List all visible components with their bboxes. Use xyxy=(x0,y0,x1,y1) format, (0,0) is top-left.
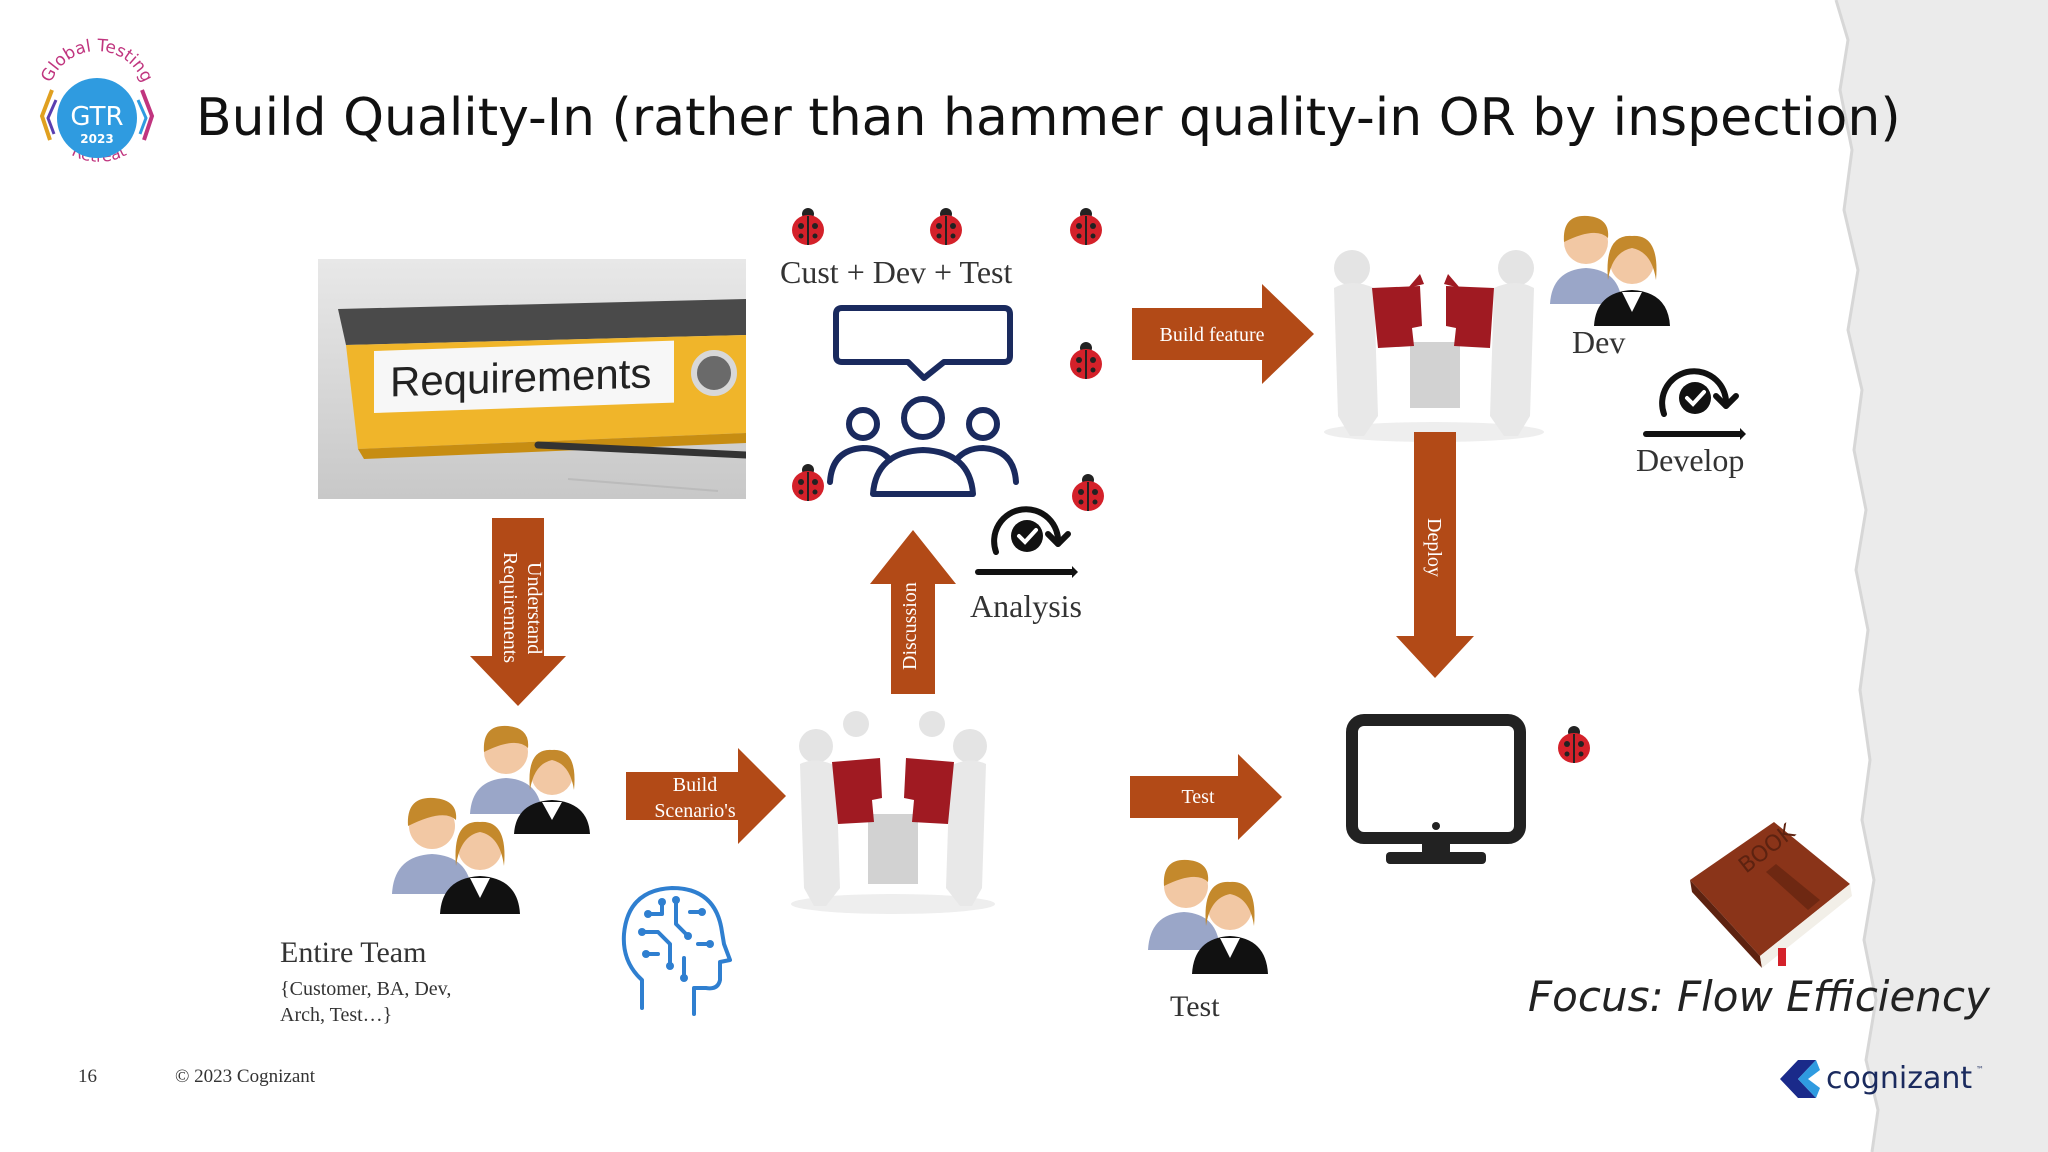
focus-statement: Focus: Flow Efficiency xyxy=(1528,972,1990,1021)
team-detail-line2: Arch, Test…} xyxy=(280,1004,393,1026)
build-scenarios-arrow xyxy=(626,748,786,844)
ai-brain-icon xyxy=(621,886,732,1016)
torn-paper-edge xyxy=(1834,0,2048,1152)
logo-ring-text: Global Testing xyxy=(37,36,157,86)
build-scenarios-label: Build Scenario's xyxy=(636,772,754,824)
copyright: © 2023 Cognizant xyxy=(175,1066,316,1087)
understand-requirements-arrow xyxy=(470,518,566,706)
analysis-cycle-icon xyxy=(975,506,1078,578)
dev-label: Dev xyxy=(1572,324,1626,360)
book-icon: BOOK xyxy=(1690,819,1852,968)
monitor-icon xyxy=(1346,714,1526,864)
cognizant-wordmark: cognizant xyxy=(1826,1061,1972,1096)
understand-line2: Requirements xyxy=(499,552,521,664)
deploy-arrow xyxy=(1396,432,1474,678)
understand-requirements-label: Understand Requirements xyxy=(490,548,546,668)
test-label: Test xyxy=(1170,990,1220,1023)
entire-team-people-icon xyxy=(392,725,590,914)
requirements-binder-image: Requirements xyxy=(318,259,746,499)
analysis-label: Analysis xyxy=(970,588,1082,624)
test-people-icon xyxy=(1148,859,1268,974)
team-detail: {Customer, BA, Dev, Arch, Test…} xyxy=(280,976,451,1028)
bug-icon xyxy=(1072,474,1104,511)
puzzle-team-figures xyxy=(1324,250,1544,442)
discussion-label: Discussion xyxy=(899,582,921,670)
test-arrow xyxy=(1130,754,1282,840)
build-scenarios-line2: Scenario's xyxy=(654,800,736,822)
bug-icon xyxy=(1558,726,1590,763)
group-discussion-icon xyxy=(827,305,1019,497)
deploy-label: Deploy xyxy=(1423,517,1445,577)
puzzle-team-figures xyxy=(791,711,995,914)
build-scenarios-line1: Build xyxy=(672,774,718,796)
cognizant-logo: cognizant ™ xyxy=(1780,1060,1984,1098)
build-feature-label: Build feature xyxy=(1159,324,1265,346)
bug-icon xyxy=(792,464,824,501)
test-arrow-label: Test xyxy=(1181,786,1215,808)
build-feature-arrow xyxy=(1132,284,1314,384)
requirements-label: Requirements xyxy=(390,349,651,405)
gtr-logo: Global Testing Retreat GTR 2023 xyxy=(37,36,157,166)
bug-icon xyxy=(792,208,824,245)
team-detail-line1: {Customer, BA, Dev, xyxy=(280,978,452,1000)
page-number: 16 xyxy=(78,1066,97,1087)
svg-text:Global Testing: Global Testing xyxy=(37,36,157,86)
slide-title: Build Quality-In (rather than hammer qua… xyxy=(196,88,1901,148)
discussion-arrow xyxy=(870,530,956,694)
entire-team-label: Entire Team xyxy=(280,936,427,969)
develop-label: Develop xyxy=(1636,442,1745,478)
bug-icon xyxy=(1070,208,1102,245)
logo-year: 2023 xyxy=(80,132,113,146)
dev-people-icon xyxy=(1550,215,1670,326)
logo-abbr: GTR xyxy=(70,102,123,132)
bug-icon xyxy=(930,208,962,245)
understand-line1: Understand xyxy=(523,561,545,655)
cust-dev-test-label: Cust + Dev + Test xyxy=(780,254,1013,290)
cognizant-trademark: ™ xyxy=(1976,1065,1984,1074)
bug-icon xyxy=(1070,342,1102,379)
develop-cycle-icon xyxy=(1643,368,1746,440)
